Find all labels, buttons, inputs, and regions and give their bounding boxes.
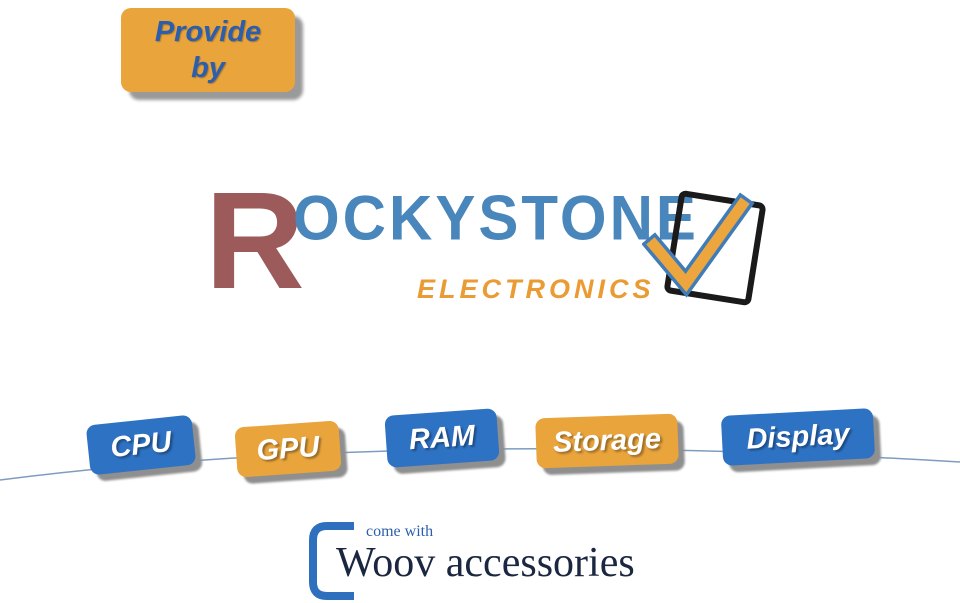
spec-badge-display: Display	[720, 408, 876, 466]
spec-badge-gpu-label: GPU	[255, 430, 321, 467]
spec-badge-display-label: Display	[745, 417, 851, 456]
logo-wordmark: OCKYSTONE	[293, 183, 699, 254]
spec-badge-storage: Storage	[535, 413, 679, 469]
spec-badge-ram: RAM	[384, 408, 500, 468]
footer: come with Woov accessories	[0, 515, 960, 602]
spec-badge-cpu-label: CPU	[108, 425, 174, 464]
provide-by-label: Provide by	[154, 15, 262, 84]
checkmark-icon	[642, 190, 766, 306]
footer-brand: Woov accessories	[336, 540, 635, 586]
spec-badge-ram-label: RAM	[407, 419, 477, 456]
spec-badge-storage-label: Storage	[552, 422, 662, 459]
spec-badge-gpu: GPU	[234, 420, 342, 478]
logo-subtitle: ELECTRONICS	[417, 274, 655, 304]
rockystone-logo: R OCKYSTONE ELECTRONICS	[205, 172, 785, 321]
footer-tagline: come with	[366, 523, 434, 540]
bracket-icon	[309, 522, 354, 600]
logo-initial: R	[205, 164, 305, 318]
provide-by-badge: Provide by	[121, 8, 295, 92]
